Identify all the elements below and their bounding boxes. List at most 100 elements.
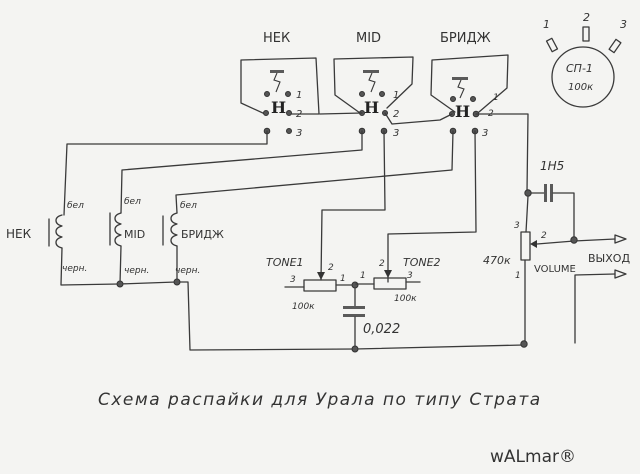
wire [319, 112, 363, 115]
switch-neck-pin [285, 91, 291, 97]
pickup-neck: НЕК бел черн. [6, 201, 87, 274]
selector-lug [608, 38, 622, 54]
switch-mid-H: H [364, 98, 379, 117]
switch-bridge-outline [430, 54, 509, 113]
wire [119, 245, 122, 285]
selector-body [551, 46, 615, 108]
tone1-body [303, 279, 337, 292]
switch-bridge-H: H [455, 102, 470, 121]
switch-bridge-label: БРИДЖ [440, 31, 491, 46]
switch-bridge-contact [457, 79, 465, 99]
switch-mid-blade [363, 70, 379, 73]
tone1-label: TONE1 [266, 256, 304, 269]
tone2-wiper-icon [384, 270, 392, 278]
pickup-mid-top-lead: бел [124, 197, 141, 207]
switch-neck-pin [264, 91, 270, 97]
solder-joint [351, 281, 359, 289]
selector-pin-label: 3 [620, 18, 627, 31]
switch-neck-outline [240, 57, 320, 115]
tone2-label: TONE2 [403, 256, 441, 269]
output-arrow-icon [614, 234, 627, 244]
pickup-mid-coil [114, 212, 122, 247]
wire [387, 130, 477, 283]
volume-value: 470к [483, 254, 511, 267]
wire [60, 247, 524, 351]
pickup-mid-label: MID [124, 228, 145, 241]
switch-mid-outline [333, 56, 414, 114]
tone1-pin-label: 1 [340, 274, 346, 284]
switch-bridge-pin [450, 96, 456, 102]
pickup-neck-coil [55, 214, 63, 249]
switch-neck-pin-label: 2 [296, 109, 302, 120]
output-ground-wire [574, 273, 616, 344]
switch-mid-pin-label: 3 [393, 128, 399, 139]
output-arrow-icon [614, 269, 627, 279]
tone1-pin-label: 3 [290, 275, 296, 285]
bleed-cap-plate [550, 184, 553, 202]
pickup-bridge: БРИДЖ бел черн. [162, 201, 224, 276]
solder-joint [351, 345, 359, 353]
tone2-pin-label: 3 [407, 271, 413, 281]
tone-capacitor: 0,022 [343, 287, 400, 350]
switch-mid-label: MID [356, 31, 381, 46]
tone2-pin-label: 1 [360, 271, 366, 281]
switch-mid-pin [359, 91, 365, 97]
bleed-cap-lead [552, 192, 575, 241]
volume-pot: 3 2 1 470к VOLUME [483, 195, 616, 346]
wire [120, 130, 363, 214]
volume-lead [525, 195, 529, 233]
solder-joint [116, 280, 124, 288]
tone1-pin-label: 2 [328, 263, 334, 273]
switch-mid: MID H 1 2 3 [333, 31, 414, 139]
switch-bridge-blade [452, 77, 468, 80]
pickup-neck-top-lead: бел [67, 201, 84, 211]
selector-lug [545, 37, 559, 53]
switch-neck-pin [286, 110, 292, 116]
pickup-neck-label: НЕК [6, 227, 32, 241]
signature: wALmar® [490, 447, 576, 467]
bleed-capacitor: 1H5 [527, 159, 575, 241]
tone-cap-value: 0,022 [363, 322, 400, 337]
switch-bridge-pin-label: 3 [482, 128, 488, 139]
pickup-bridge-top-lead: бел [180, 201, 197, 211]
wire [475, 113, 529, 193]
tone2-body [373, 277, 407, 290]
switch-neck-contact [273, 72, 281, 93]
switch-bridge-pin [470, 96, 476, 102]
pickup-bridge-coil [170, 212, 178, 247]
tone1-value: 100к [292, 302, 315, 312]
tone-cap-plate [343, 306, 365, 309]
switch-bridge-pin-label: 1 [493, 93, 499, 103]
diagram-title: Схема распайки для Урала по типу Страта [98, 390, 542, 410]
selector-value: 100к [568, 82, 593, 93]
switch-bridge: БРИДЖ H 1 2 3 [430, 31, 509, 139]
selector-name: СП-1 [566, 62, 593, 75]
selector-pin-label: 1 [543, 18, 550, 31]
switch-neck-pin-label: 1 [296, 90, 302, 101]
tone2-value: 100к [394, 294, 417, 304]
solder-joint [524, 189, 532, 197]
bleed-cap-value: 1H5 [540, 159, 564, 173]
pickup-mid-bottom-lead: черн. [124, 266, 149, 276]
tone-cap-plate [343, 314, 365, 317]
tone1-pot: TONE1 3 2 1 100к [266, 256, 355, 312]
switch-neck-blade [270, 70, 284, 73]
switch-mid-pin-label: 1 [393, 90, 399, 101]
wires [60, 112, 529, 351]
volume-wiper-icon [530, 240, 537, 248]
solder-joint [520, 340, 528, 348]
switch-neck-pin [263, 110, 269, 116]
pickup-bridge-bottom-lead: черн. [175, 266, 200, 276]
volume-pin-label: 3 [514, 221, 520, 231]
selector-pot: 1 2 3 СП-1 100к [543, 11, 627, 108]
volume-label: VOLUME [534, 264, 576, 275]
switch-mid-pin-label: 2 [393, 109, 399, 120]
pickup-neck-bottom-lead: черн. [62, 264, 87, 274]
pickup-mid: MID бел черн. [109, 197, 149, 276]
switch-mid-pin [379, 91, 385, 97]
wire [63, 130, 268, 216]
wire [384, 112, 453, 125]
switch-neck-H: H [271, 98, 286, 117]
wire [320, 130, 386, 281]
